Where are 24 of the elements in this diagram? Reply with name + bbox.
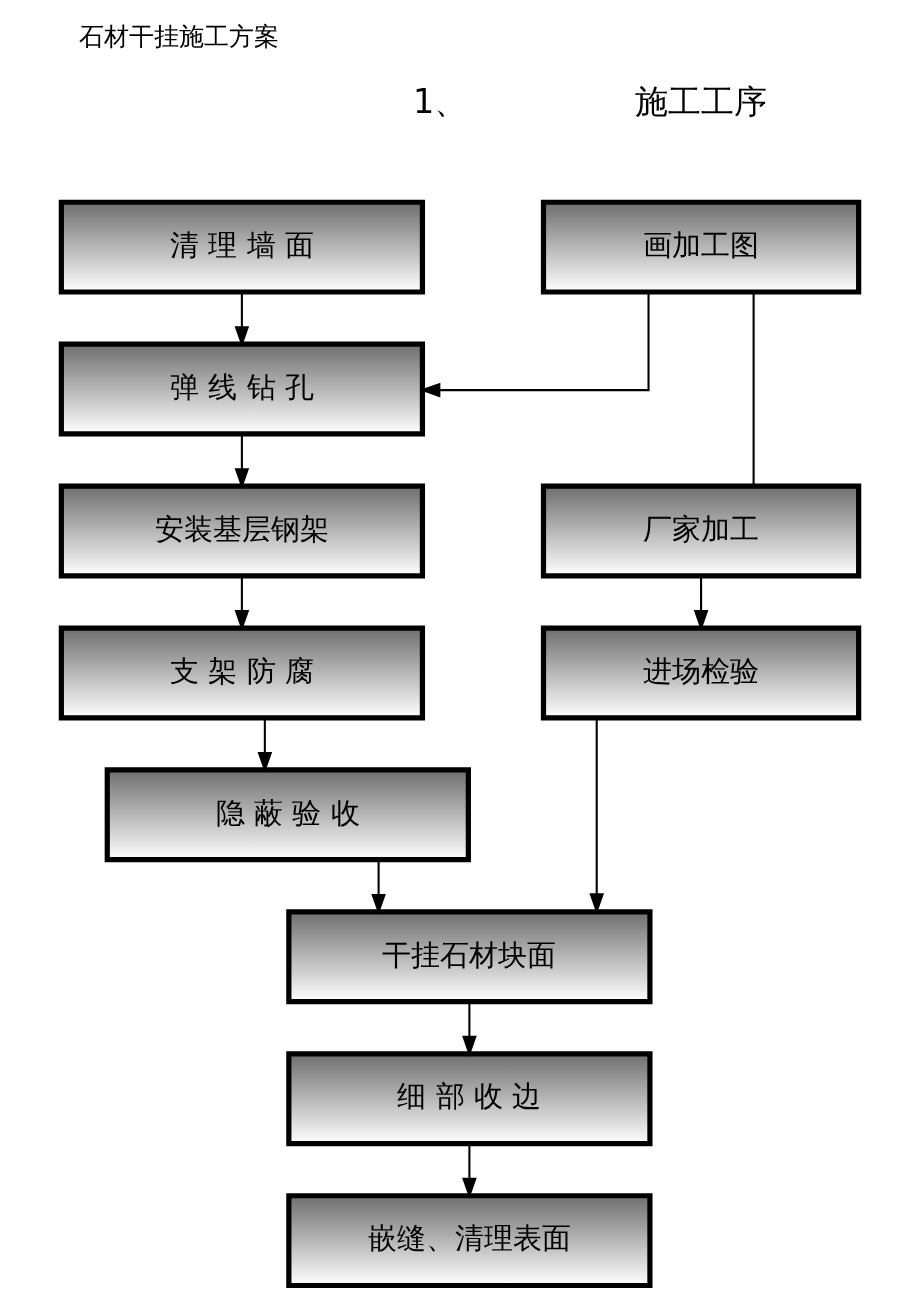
- node-box: 安装基层钢架: [58, 483, 426, 579]
- arrow: [693, 575, 709, 631]
- node-box: 厂家加工: [540, 483, 862, 579]
- arrow: [462, 1001, 477, 1057]
- node-box: 进场检验: [540, 625, 862, 721]
- arrow: [419, 292, 650, 398]
- label: 施工工序: [635, 82, 768, 122]
- arrow: [257, 717, 273, 773]
- diagram-title: 石材干挂施工方案: [79, 21, 280, 51]
- label: 1、: [413, 82, 468, 122]
- node-box: 清 理 墙 面: [58, 199, 426, 295]
- node-box: 支 架 防 腐: [58, 625, 426, 721]
- node-box: 弹 线 钻 孔: [58, 341, 426, 437]
- node-box: 隐 蔽 验 收: [104, 767, 471, 863]
- node-box: 嵌缝、清理表面: [286, 1193, 653, 1289]
- arrow: [234, 292, 250, 348]
- node-box: 干挂石材块面: [286, 909, 653, 1005]
- arrow: [371, 859, 386, 915]
- arrow: [234, 575, 250, 631]
- connector: [752, 292, 755, 486]
- node-box: 画加工图: [540, 199, 862, 295]
- node-box: 细 部 收 边: [286, 1051, 653, 1147]
- arrow: [234, 434, 250, 490]
- arrow: [462, 1143, 477, 1199]
